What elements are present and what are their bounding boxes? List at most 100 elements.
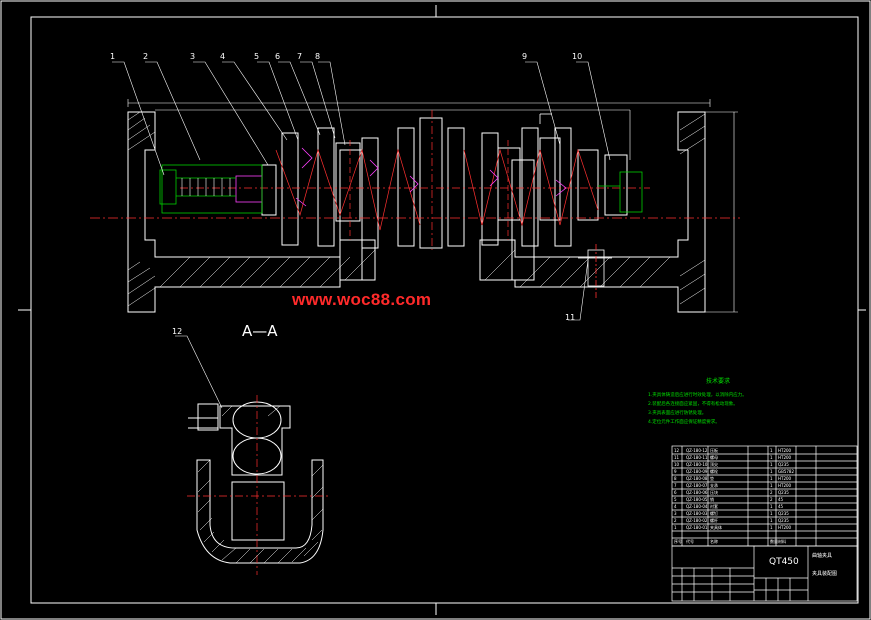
bottom-screw [578, 244, 612, 300]
bom-row-2-material: HT200 [778, 455, 792, 460]
bom-row-5-code: QZ-180-08 [686, 476, 708, 481]
bom-row-7-qty: 2 [770, 490, 773, 495]
title-block-material: QT450 [769, 557, 799, 567]
bom-row-10-qty: 1 [770, 511, 773, 516]
bom-row-12-no: 1 [674, 525, 677, 530]
callout-7: 7 [297, 52, 303, 61]
tech-requirement-line: 1.夹具体铸造后应进行时效处理，以消除内应力。 [648, 393, 747, 398]
bom-row-6-material: HT200 [778, 483, 792, 488]
callout-5: 5 [254, 52, 260, 61]
bom-row-7-name: 压块 [710, 490, 718, 495]
bom-row-8-code: QZ-180-05 [686, 497, 708, 502]
main-assembly-view [90, 61, 740, 409]
callout-leaders [112, 61, 611, 409]
bom-row-8-qty: 2 [770, 497, 773, 502]
dimension-lines [127, 99, 738, 313]
bom-row-5-material: HT200 [778, 476, 792, 481]
bom-header-code: 代号 [686, 539, 694, 544]
bom-row-5-qty: 1 [770, 476, 773, 481]
bom-row-12-code: QZ-180-01 [686, 525, 708, 530]
bom-table-grid [671, 445, 858, 602]
callout-10: 10 [572, 52, 583, 61]
bom-row-1-code: QZ-180-12 [686, 448, 708, 453]
bom-row-5-name: 垫 [710, 476, 714, 481]
bom-row-4-name: 螺栓 [710, 469, 718, 474]
hatch-right [484, 113, 706, 305]
tech-requirements-title: 技术要求 [706, 378, 731, 385]
hatch-left [127, 111, 376, 307]
bom-row-9-no: 4 [674, 504, 677, 509]
bom-row-9-qty: 1 [770, 504, 773, 509]
bom-row-3-material: Q235 [778, 462, 789, 467]
callout-3: 3 [190, 52, 196, 61]
callout-4: 4 [220, 52, 226, 61]
bom-row-12-qty: 1 [770, 525, 773, 530]
bom-row-1-qty: 1 [770, 448, 773, 453]
callout-9: 9 [522, 52, 528, 61]
crankshaft-centerlines [90, 110, 740, 250]
callout-6: 6 [275, 52, 281, 61]
bom-row-6-no: 7 [674, 483, 677, 488]
bom-row-12-name: 夹具体 [710, 525, 722, 530]
left-screw-assembly [159, 164, 643, 214]
bom-row-11-code: QZ-180-02 [686, 518, 708, 523]
bom-row-7-no: 6 [674, 490, 677, 495]
bom-row-9-code: QZ-180-04 [686, 504, 708, 509]
bom-row-7-material: Q235 [778, 490, 789, 495]
bom-row-3-no: 10 [674, 462, 680, 467]
bom-row-11-material: Q235 [778, 518, 789, 523]
bom-row-6-name: 支承 [710, 483, 718, 488]
callout-8: 8 [315, 52, 321, 61]
bom-row-2-code: QZ-180-11 [686, 455, 708, 460]
tech-requirement-line: 4.定位元件工作面应保证精度要求。 [648, 420, 720, 425]
watermark-text: www.woc88.com [292, 290, 432, 309]
bom-row-6-qty: 1 [770, 483, 773, 488]
callout-11: 11 [565, 313, 576, 322]
title-block-drawing-name: 夹具装配图 [812, 571, 838, 577]
bom-row-2-qty: 1 [770, 455, 773, 460]
bom-row-1-no: 12 [674, 448, 680, 453]
crankshaft-webs [261, 117, 628, 249]
tech-requirement-line: 2.装配后各连接面应紧固，不得有松动现象。 [648, 402, 738, 407]
title-block-school: 曲轴夹具 [812, 553, 833, 559]
tech-requirement-line: 3.夹具表面应进行防锈处理。 [648, 411, 707, 416]
bom-row-2-name: 螺母 [710, 455, 718, 460]
bom-row-8-name: 销 [710, 497, 714, 502]
bom-row-11-no: 2 [674, 518, 677, 523]
section-view-label: A—A [242, 322, 278, 340]
bom-row-8-no: 5 [674, 497, 677, 502]
bom-row-1-material: HT200 [778, 448, 792, 453]
bom-row-11-name: 螺杆 [710, 518, 718, 523]
bom-row-2-no: 11 [674, 455, 680, 460]
bom-row-4-no: 9 [674, 469, 677, 474]
callout-1: 1 [110, 52, 116, 61]
bom-row-10-no: 3 [674, 511, 677, 516]
bom-row-4-material: GB5782 [778, 469, 795, 474]
bom-row-4-code: QZ-180-09 [686, 469, 708, 474]
bom-row-3-code: QZ-180-10 [686, 462, 708, 467]
bom-row-6-code: QZ-180-07 [686, 483, 708, 488]
bom-header-no: 序号 [674, 539, 682, 544]
bom-row-9-name: 衬套 [710, 504, 718, 509]
bom-row-1-name: 压板 [710, 448, 718, 453]
bom-row-5-no: 8 [674, 476, 677, 481]
section-aa-hatch [197, 405, 324, 564]
fixture-body-right [479, 111, 706, 313]
section-marker [539, 113, 552, 124]
callout-2: 2 [143, 52, 149, 61]
bom-row-9-material: 45 [778, 504, 784, 509]
bom-row-12-material: HT200 [778, 525, 792, 530]
bom-header-material: 材料 [778, 539, 786, 544]
bom-row-4-qty: 1 [770, 469, 773, 474]
bom-header-name: 名称 [710, 539, 718, 544]
left-screw-threads [181, 178, 231, 196]
crank-keys [235, 147, 567, 207]
section-aa-view [187, 395, 330, 575]
bom-row-10-code: QZ-180-03 [686, 511, 708, 516]
bom-row-7-code: QZ-180-06 [686, 490, 708, 495]
bom-row-10-material: Q235 [778, 511, 789, 516]
bom-row-3-qty: 1 [770, 462, 773, 467]
bom-row-8-material: 45 [778, 497, 784, 502]
